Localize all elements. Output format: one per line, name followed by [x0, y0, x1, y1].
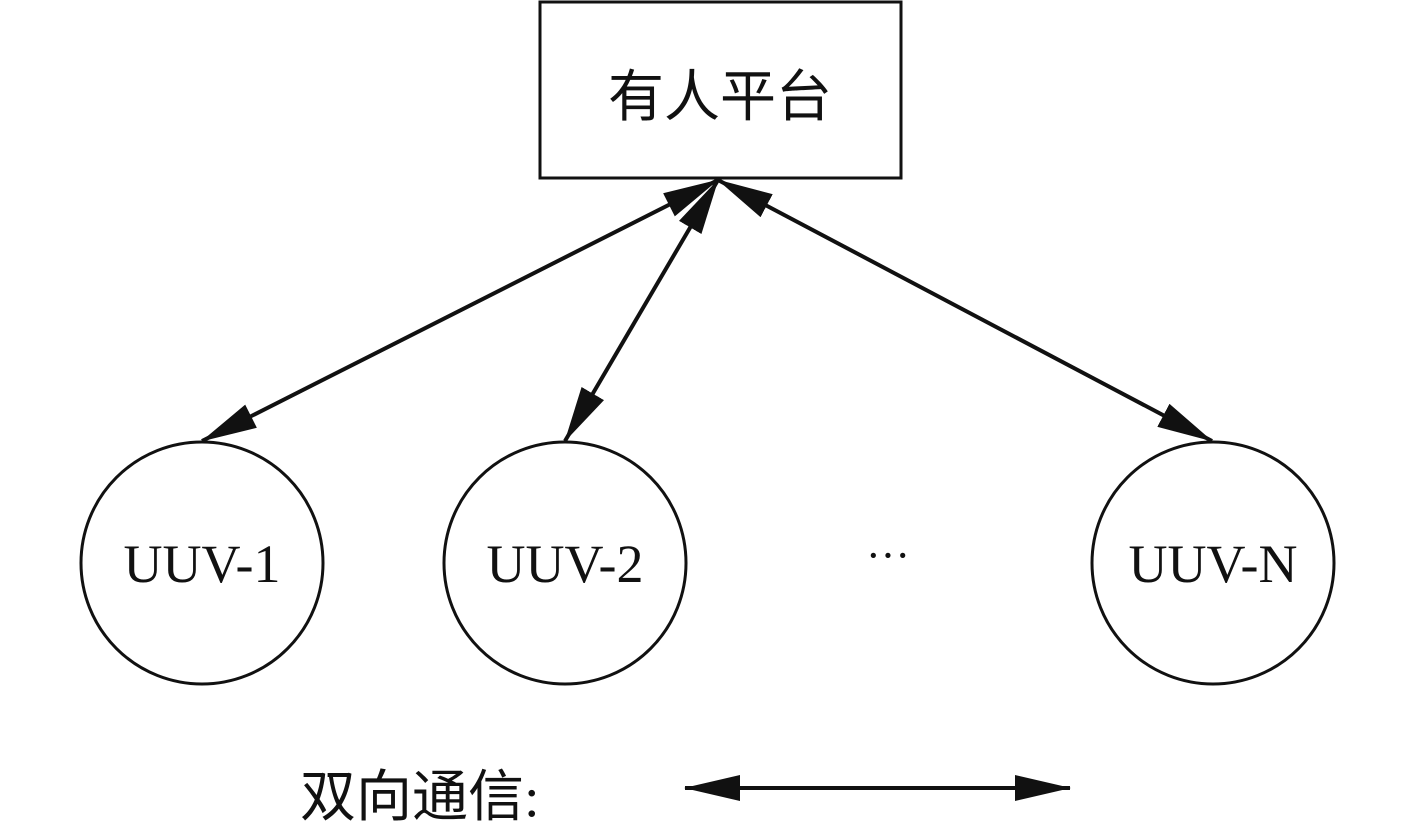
uuv-1-node — [79, 440, 325, 686]
uuv-n-label: UUV-N — [1128, 534, 1297, 594]
legend-label: 双向通信: — [300, 767, 540, 826]
uuv-1-label: UUV-1 — [123, 534, 280, 594]
uuv-2-label: UUV-2 — [486, 534, 643, 594]
link-platform-uuv-n — [717, 178, 1213, 443]
platform-node — [538, 0, 903, 180]
uuv-n-node — [1090, 440, 1336, 686]
platform-label: 有人平台 — [608, 67, 832, 129]
ellipsis: ··· — [866, 531, 910, 580]
link-platform-uuv-2 — [563, 178, 720, 443]
uuv-2-node — [442, 440, 688, 686]
